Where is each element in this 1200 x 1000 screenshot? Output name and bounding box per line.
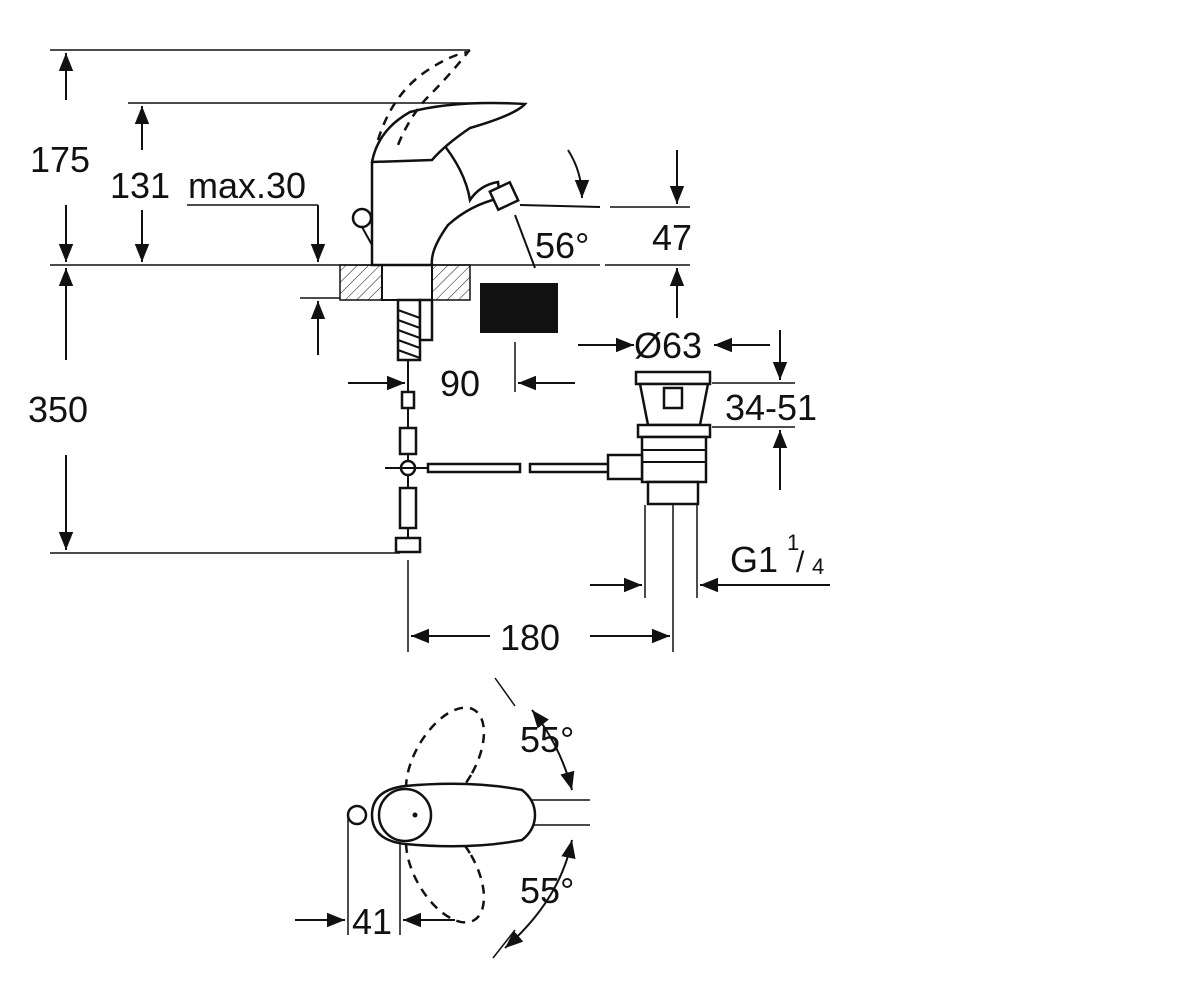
dim-height-spout: 131 — [110, 165, 170, 206]
dim-offset-90: 90 — [440, 363, 480, 404]
dim-waste-range: 34-51 — [725, 387, 817, 428]
dim-center-distance: 180 — [500, 617, 560, 658]
dim-hose-length: 350 — [28, 389, 88, 430]
mixer-side-view — [339, 50, 612, 554]
dim-rotation-up: 55° — [520, 719, 574, 760]
svg-text:/: / — [796, 546, 805, 579]
dim-max-thickness: max.30 — [188, 165, 306, 206]
dimension-arrows — [58, 53, 830, 959]
dim-height-total: 175 — [30, 139, 90, 180]
dim-lever-offset: 41 — [352, 901, 392, 942]
dim-thread-num: 1 — [787, 530, 799, 555]
waste-assembly — [606, 370, 712, 506]
dim-spout-offset: 47 — [652, 217, 692, 258]
dim-waste-diameter: Ø63 — [634, 325, 702, 366]
dim-thread-den: 4 — [812, 554, 824, 579]
dim-rotation-down: 55° — [520, 870, 574, 911]
dim-spout-angle: 56° — [535, 225, 589, 266]
mixer-top-view — [346, 706, 537, 924]
dim-thread-main: G1 — [730, 539, 778, 580]
extension-lines — [50, 49, 795, 935]
dimension-labels: 175 131 max.30 56° 47 350 90 Ø63 34-51 G… — [28, 139, 824, 942]
